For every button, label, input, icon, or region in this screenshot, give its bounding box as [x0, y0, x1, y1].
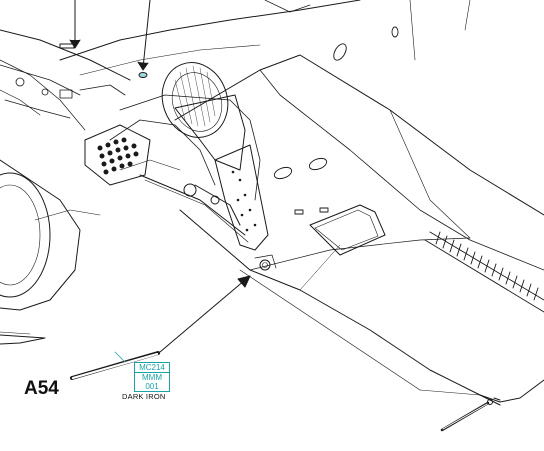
main-wheel: [161, 62, 229, 138]
perforated-plate: [84, 124, 151, 186]
insertion-arrow: [159, 254, 277, 353]
antenna-rod: [0, 331, 46, 345]
paint-leader-line: [114, 351, 126, 363]
paint-series: MMM: [142, 373, 162, 382]
paint-name: DARK IRON: [122, 392, 166, 401]
wing-trailing-edge: [419, 379, 544, 403]
gear-strut: [139, 174, 249, 243]
paint-code-box: MC214 MMM 001: [134, 362, 170, 392]
paint-number: 001: [145, 382, 159, 391]
wheel-well: [109, 94, 261, 201]
wingtip-rod: [440, 397, 501, 432]
inspection-panels: [273, 26, 399, 215]
flap-louvers: [424, 231, 544, 313]
paint-code: MC214: [135, 363, 169, 373]
part-number-label: A54: [24, 378, 59, 399]
callout-arrows-top: [59, 0, 151, 78]
wing-outline: [174, 54, 544, 406]
access-door: [309, 204, 386, 256]
engine-nacelle: [0, 29, 131, 311]
part-a54-rod: [70, 351, 160, 380]
fuselage-top: [59, 0, 471, 76]
gear-door: [174, 94, 269, 251]
engine-plumbing: [0, 64, 126, 119]
